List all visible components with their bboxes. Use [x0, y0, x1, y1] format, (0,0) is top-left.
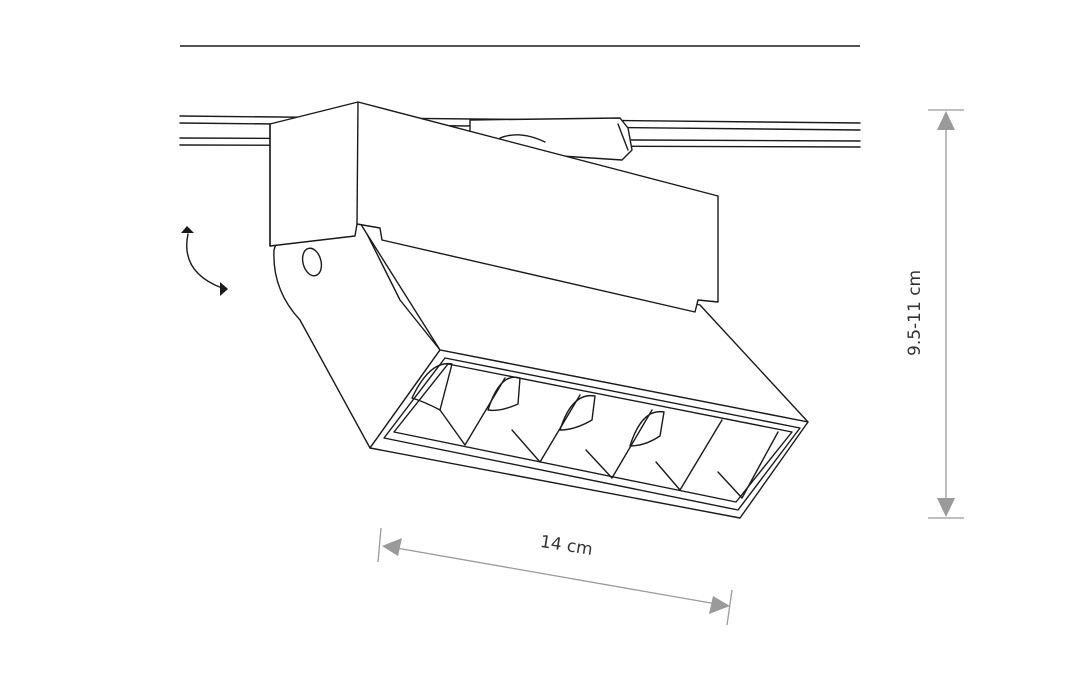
width-dimension: 14 cm [377, 527, 733, 626]
rotate-arrow-icon [181, 226, 228, 296]
lamp-head-housing [273, 205, 809, 519]
mounting-block [269, 101, 719, 313]
height-dimension: 9.5-11 cm [905, 109, 964, 519]
height-dimension-label: 9.5-11 cm [905, 270, 925, 356]
width-dimension-label: 14 cm [539, 532, 594, 560]
louvre-blades [411, 362, 779, 499]
